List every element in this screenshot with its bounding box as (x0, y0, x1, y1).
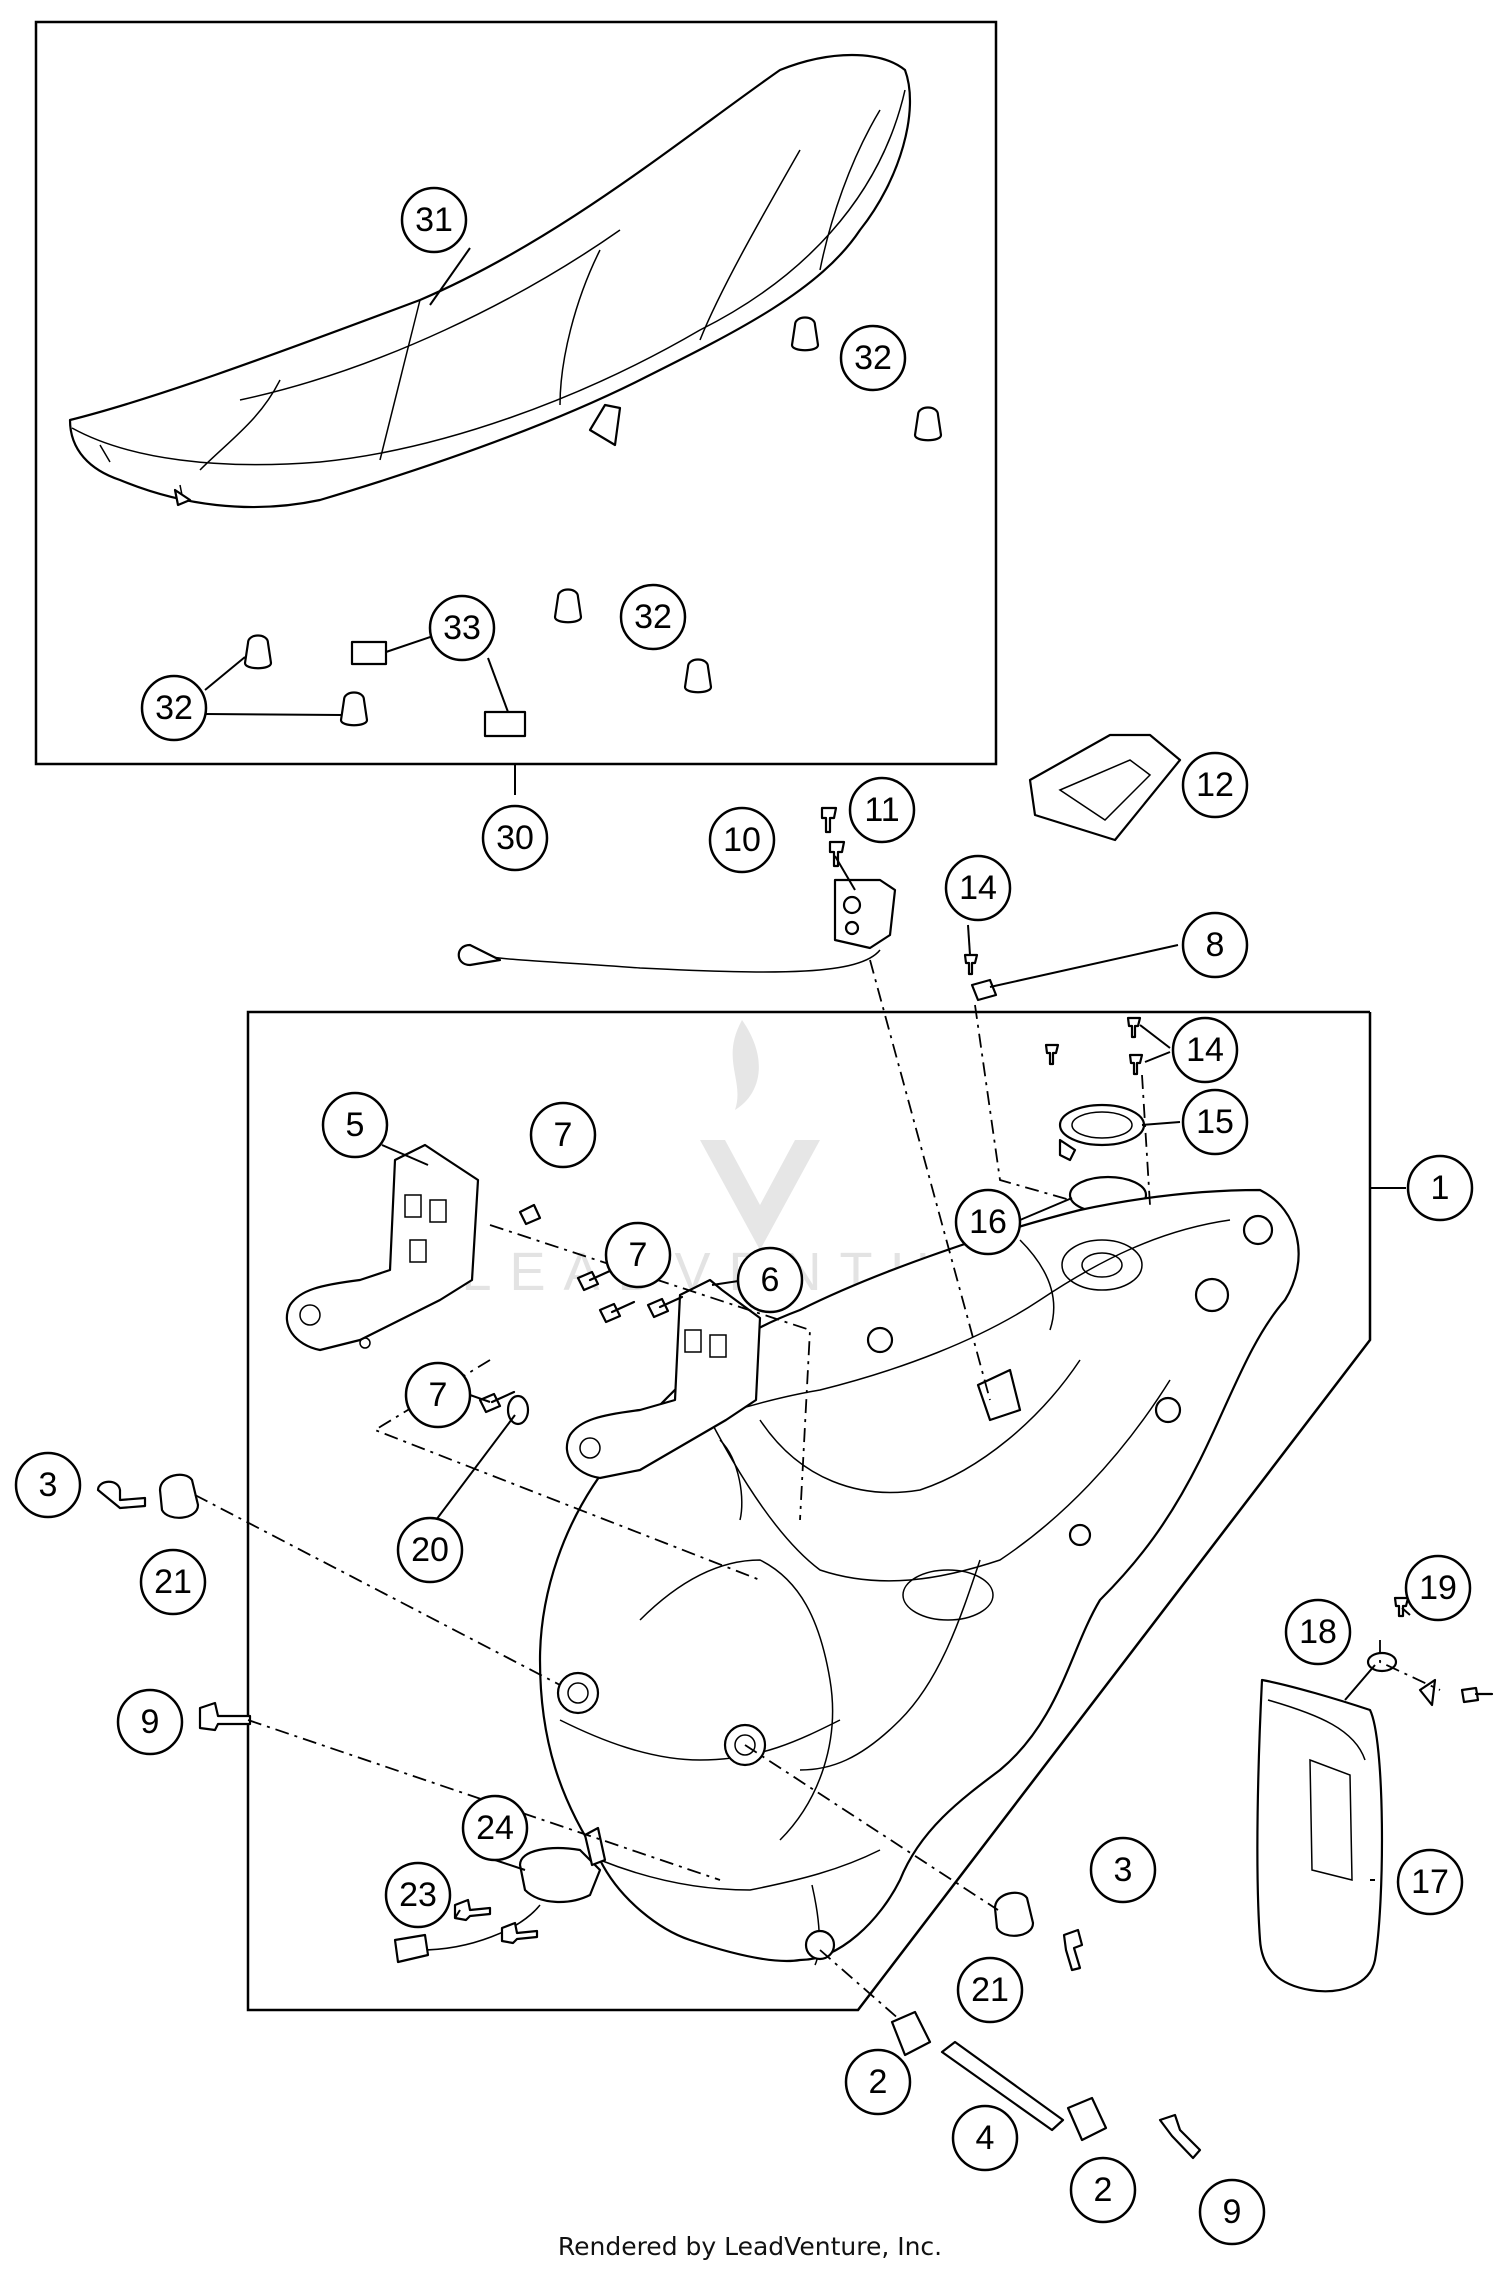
callout-17: 17 (1396, 1848, 1464, 1916)
svg-text:2: 2 (869, 2063, 888, 2101)
bracket-right (565, 1278, 762, 1480)
callout-31: 31 (400, 186, 468, 254)
callout-7: 7 (404, 1361, 472, 1429)
svg-text:23: 23 (399, 1876, 437, 1914)
callout-11: 11 (848, 776, 916, 844)
screw (820, 806, 1144, 1076)
callout-18: 18 (1284, 1598, 1352, 1666)
svg-text:21: 21 (154, 1563, 192, 1601)
svg-text:2: 2 (1094, 2171, 1113, 2209)
sensor-screw (453, 1898, 539, 1945)
bracket-left (285, 1143, 480, 1352)
svg-text:7: 7 (629, 1236, 648, 1274)
svg-text:3: 3 (39, 1466, 58, 1504)
assembly-lines (194, 959, 1441, 2021)
svg-text:33: 33 (443, 609, 481, 647)
svg-text:9: 9 (141, 1703, 160, 1741)
svg-text:24: 24 (476, 1809, 514, 1847)
callout-15: 15 (1181, 1088, 1249, 1156)
callout-2: 2 (1069, 2156, 1137, 2224)
spacer-bushing (890, 2010, 1108, 2142)
callout-32: 32 (140, 674, 208, 742)
callout-7: 7 (529, 1101, 597, 1169)
screw (1393, 1596, 1410, 1618)
callout-20: 20 (396, 1516, 464, 1584)
svg-text:32: 32 (854, 339, 892, 377)
callout-3: 3 (1089, 1836, 1157, 1904)
callout-10: 10 (708, 806, 776, 874)
callout-14: 14 (1171, 1016, 1239, 1084)
callout-19: 19 (1404, 1554, 1472, 1622)
callout-9: 9 (116, 1688, 184, 1756)
connector (350, 640, 527, 738)
svg-text:12: 12 (1196, 766, 1234, 804)
callout-21: 21 (139, 1548, 207, 1616)
callout-24: 24 (461, 1794, 529, 1862)
callout-1: 1 (1406, 1154, 1474, 1222)
grommet (243, 316, 943, 727)
callout-4: 4 (951, 2104, 1019, 2172)
callout-32: 32 (619, 583, 687, 651)
screw (1460, 1686, 1494, 1704)
callout-9: 9 (1198, 2178, 1266, 2246)
footer-credit: Rendered by LeadVenture, Inc. (557, 2232, 943, 2261)
callout-30: 30 (481, 804, 549, 872)
svg-text:32: 32 (155, 689, 193, 727)
svg-text:5: 5 (346, 1106, 365, 1144)
callout-12: 12 (1181, 751, 1249, 819)
callout-5: 5 (321, 1091, 389, 1159)
svg-text:31: 31 (415, 201, 453, 239)
svg-text:17: 17 (1411, 1863, 1449, 1901)
svg-text:1: 1 (1431, 1169, 1450, 1207)
svg-text:30: 30 (496, 819, 534, 857)
callout-14: 14 (944, 854, 1012, 922)
callout-16: 16 (954, 1188, 1022, 1256)
svg-text:19: 19 (1419, 1569, 1457, 1607)
svg-text:10: 10 (723, 821, 761, 859)
svg-text:11: 11 (864, 791, 899, 829)
svg-text:32: 32 (634, 598, 672, 636)
side-cover (1256, 1678, 1384, 1993)
callout-33: 33 (428, 594, 496, 662)
svg-text:16: 16 (969, 1203, 1007, 1241)
svg-text:7: 7 (554, 1116, 573, 1154)
callout-2: 2 (844, 2048, 912, 2116)
bushing (158, 1473, 1035, 1937)
callout-21: 21 (956, 1956, 1024, 2024)
callout-23: 23 (384, 1861, 452, 1929)
seat (68, 53, 912, 509)
svg-text:20: 20 (411, 1531, 449, 1569)
fuel-pump-flange (1058, 1103, 1146, 1162)
callout-6: 6 (736, 1246, 804, 1314)
callout-3: 3 (14, 1451, 82, 1519)
svg-text:14: 14 (959, 869, 997, 907)
svg-text:18: 18 (1299, 1613, 1337, 1651)
plastic-rivet (1418, 1678, 1437, 1707)
svg-text:21: 21 (971, 1971, 1009, 2009)
callout-7: 7 (604, 1221, 672, 1289)
svg-text:14: 14 (1186, 1031, 1224, 1069)
svg-text:7: 7 (429, 1376, 448, 1414)
svg-text:9: 9 (1223, 2193, 1242, 2231)
svg-text:8: 8 (1206, 926, 1225, 964)
cover-cap (1028, 733, 1182, 842)
sensor (393, 1826, 607, 1964)
svg-text:6: 6 (761, 1261, 780, 1299)
lock-bracket (457, 878, 897, 973)
svg-text:4: 4 (976, 2119, 995, 2157)
callout-32: 32 (839, 324, 907, 392)
svg-text:15: 15 (1196, 1103, 1234, 1141)
callout-8: 8 (1181, 911, 1249, 979)
nut (970, 978, 998, 1002)
spacer-rod (940, 2040, 1065, 2132)
frame-group-box (246, 1010, 1372, 2012)
svg-text:3: 3 (1114, 1851, 1133, 1889)
